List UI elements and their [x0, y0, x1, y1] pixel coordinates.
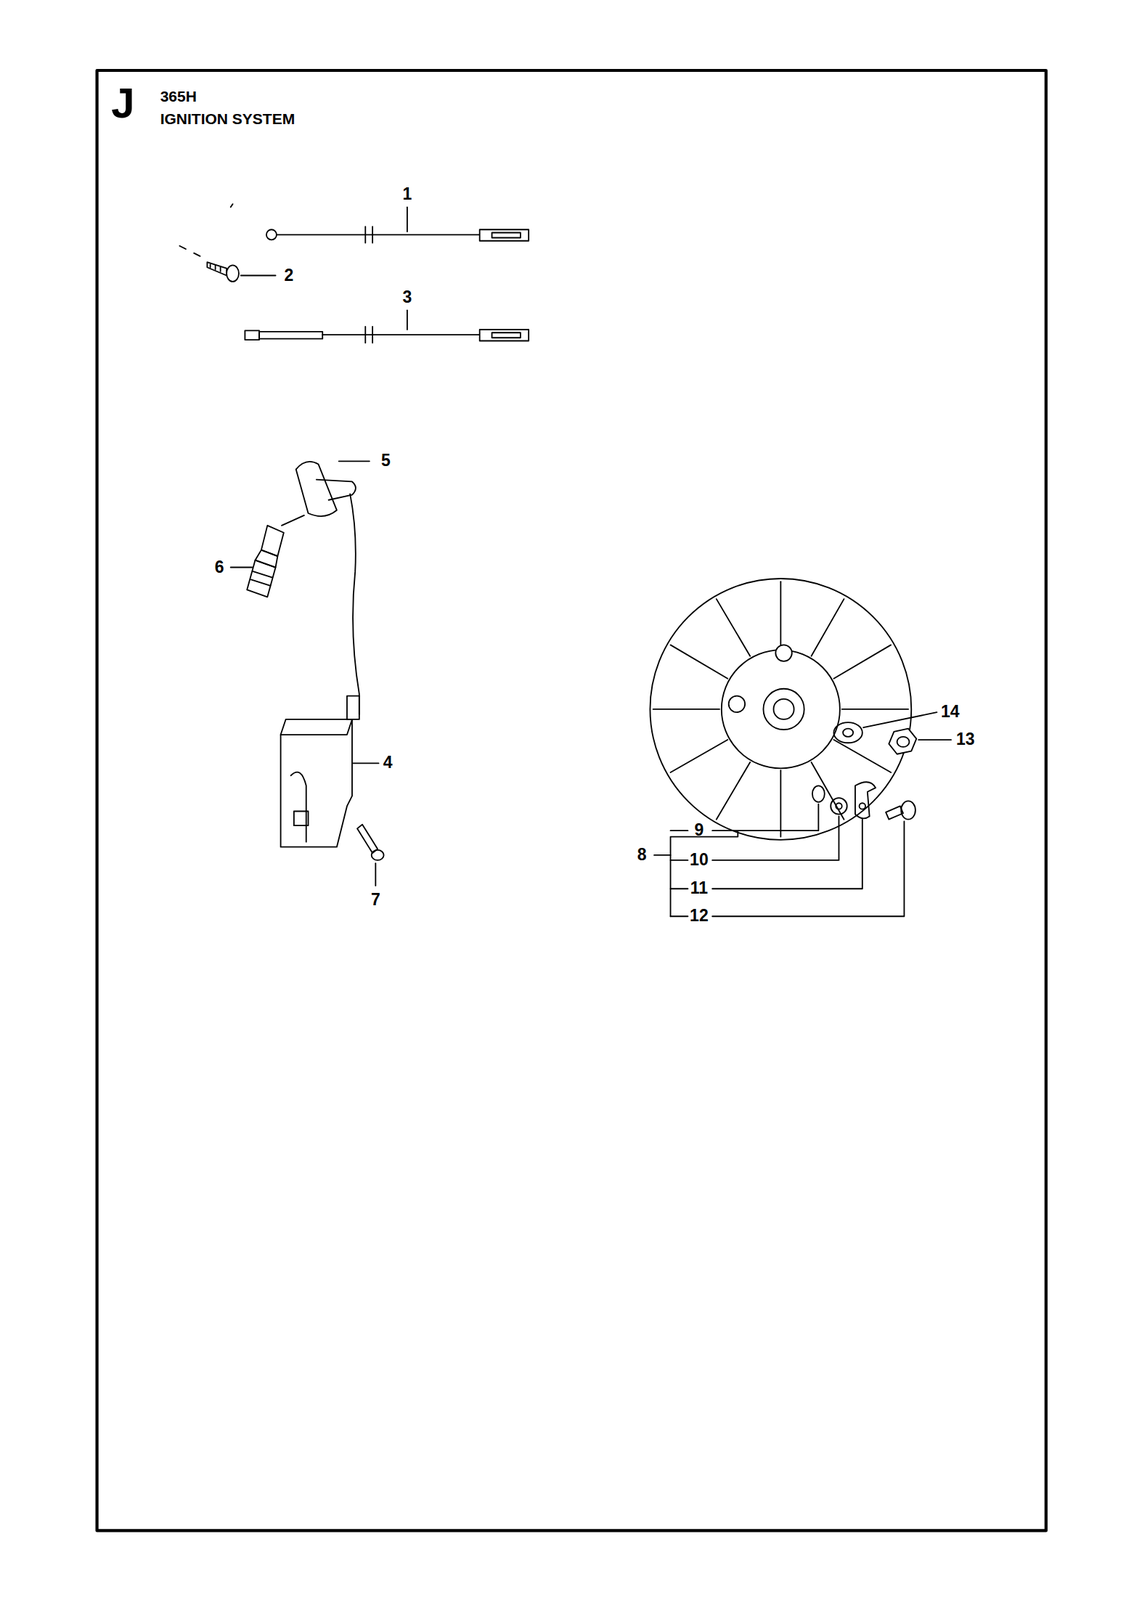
callout-number: 14 [940, 703, 960, 722]
callout-number: 7 [370, 890, 381, 909]
callout-number: 1 [402, 185, 412, 205]
model-number: 365H [160, 87, 197, 105]
callout-number: 9 [694, 821, 705, 840]
screw [179, 246, 276, 282]
callout-number: 11 [690, 879, 708, 899]
callout-number: 5 [381, 452, 391, 471]
ignition-module [280, 696, 379, 848]
callout-number: 4 [383, 754, 393, 773]
spark-plug [230, 515, 305, 597]
callout-number: 3 [402, 288, 412, 308]
callout-number: 6 [214, 558, 225, 577]
flywheel [649, 578, 912, 840]
spark-plug-cap [296, 461, 370, 715]
ground-wire [230, 204, 529, 243]
section-letter: J [111, 79, 135, 127]
callout-number: 10 [689, 850, 709, 870]
callout-number: 8 [637, 845, 647, 864]
callout-number: 2 [283, 266, 294, 285]
callout-number: 13 [956, 730, 976, 749]
module-screw [357, 824, 385, 886]
switch-wire [244, 310, 529, 343]
page-frame [97, 70, 1047, 1531]
callout-number: 12 [689, 907, 709, 926]
page-title: IGNITION SYSTEM [160, 110, 296, 128]
flywheel-hardware [654, 712, 952, 917]
